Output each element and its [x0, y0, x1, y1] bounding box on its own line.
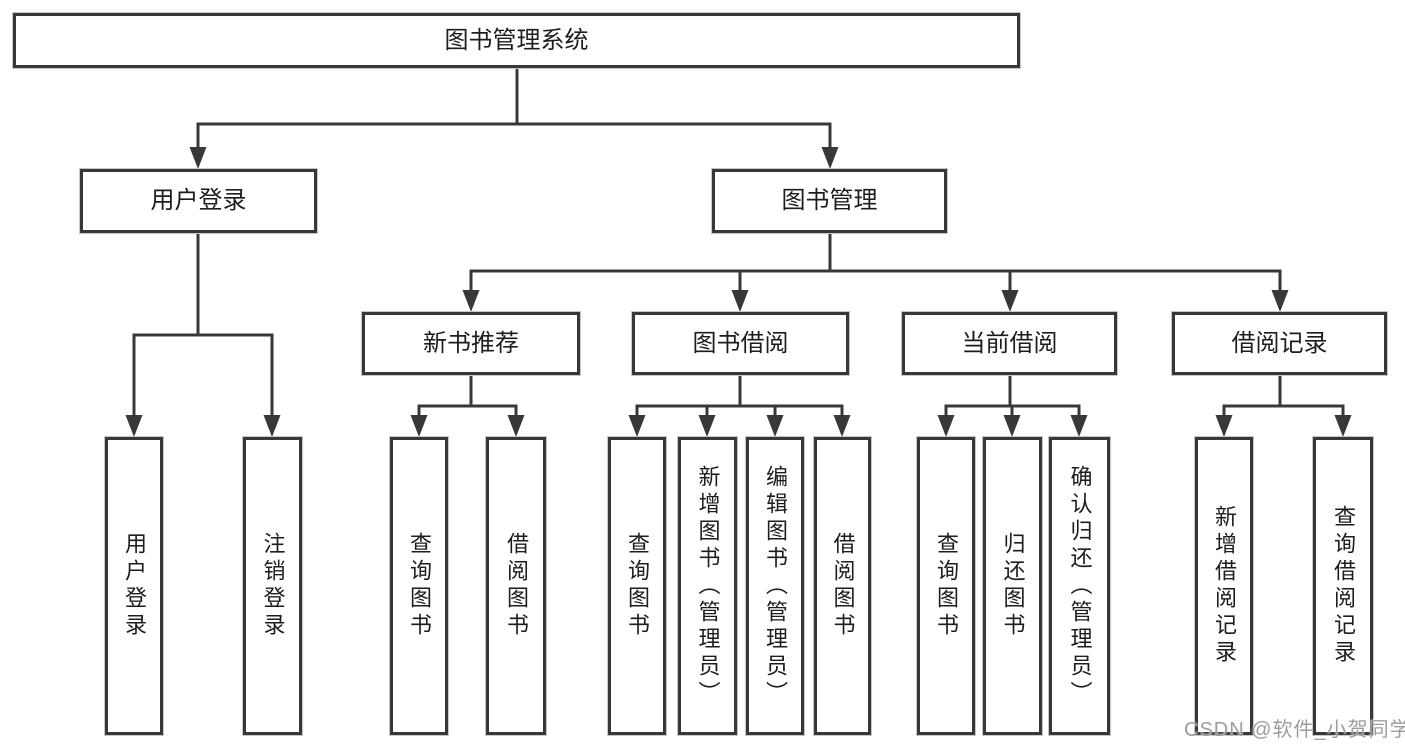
arrowhead-down-icon: [1001, 290, 1019, 312]
arrowhead-down-icon: [698, 415, 716, 437]
system-root-box: 图书管理系统: [13, 13, 1020, 68]
leaf-query-borrow-record-label: 查询借阅记录: [1331, 505, 1356, 667]
system-root-label: 图书管理系统: [444, 26, 589, 54]
leaf-logout-label: 注销登录: [260, 532, 286, 640]
arrowhead-down-icon: [462, 290, 480, 312]
arrowhead-down-icon: [1215, 415, 1233, 437]
leaf-borrow-books-borrowing-label: 借阅图书: [830, 532, 856, 640]
leaf-query-books-recommend-box: 查询图书: [390, 437, 448, 735]
leaf-add-borrow-record-label: 新增借阅记录: [1212, 505, 1237, 667]
book-management-box: 图书管理: [712, 169, 947, 233]
leaf-borrow-books-recommend-label: 借阅图书: [504, 532, 529, 640]
arrowhead-down-icon: [937, 415, 955, 437]
new-book-recommend-box: 新书推荐: [362, 312, 580, 375]
arrowhead-down-icon: [731, 290, 749, 312]
arrowhead-down-icon: [507, 415, 525, 437]
arrowhead-down-icon: [125, 415, 143, 437]
leaf-query-books-recommend-label: 查询图书: [407, 532, 432, 640]
arrowhead-down-icon: [821, 147, 839, 169]
borrowing-records-box: 借阅记录: [1172, 312, 1387, 375]
leaf-borrow-books-borrowing-box: 借阅图书: [814, 437, 871, 735]
book-management-children-connector: [462, 231, 1289, 312]
arrowhead-down-icon: [1003, 415, 1021, 437]
leaf-add-books-admin-box: 新增图书（管理员）: [678, 437, 737, 735]
leaf-edit-books-admin-label: 编辑图书（管理员）: [763, 464, 788, 708]
book-borrowing-children-connector: [628, 373, 851, 437]
arrowhead-down-icon: [833, 415, 851, 437]
current-borrowing-box: 当前借阅: [902, 312, 1117, 375]
leaf-query-books-current-box: 查询图书: [917, 437, 975, 735]
current-borrowing-label: 当前借阅: [961, 329, 1058, 357]
leaf-query-books-borrowing-label: 查询图书: [625, 532, 650, 640]
user-login-box: 用户登录: [80, 169, 317, 233]
arrowhead-down-icon: [1271, 290, 1289, 312]
current-borrowing-children-connector: [937, 373, 1088, 437]
user-login-children-connector: [125, 231, 281, 437]
leaf-confirm-return-admin-label: 确认归还（管理员）: [1067, 464, 1093, 708]
leaf-return-books-box: 归还图书: [983, 437, 1042, 735]
arrowhead-down-icon: [410, 415, 428, 437]
leaf-logout-box: 注销登录: [243, 437, 302, 735]
book-borrowing-label: 图书借阅: [692, 329, 789, 357]
new-book-recommend-label: 新书推荐: [423, 329, 519, 357]
leaf-user-login-box: 用户登录: [105, 437, 163, 735]
leaf-query-borrow-record-box: 查询借阅记录: [1313, 437, 1373, 735]
arrowhead-down-icon: [263, 415, 281, 437]
arrowhead-down-icon: [628, 415, 646, 437]
leaf-user-login-label: 用户登录: [122, 532, 147, 640]
leaf-add-books-admin-label: 新增图书（管理员）: [695, 464, 721, 708]
borrowing-records-children-connector: [1215, 373, 1352, 437]
leaf-return-books-label: 归还图书: [1000, 532, 1026, 640]
leaf-confirm-return-admin-box: 确认归还（管理员）: [1049, 437, 1110, 735]
arrowhead-down-icon: [766, 415, 784, 437]
leaf-edit-books-admin-box: 编辑图书（管理员）: [746, 437, 804, 735]
arrowhead-down-icon: [1334, 415, 1352, 437]
root-to-level2-connector: [189, 66, 839, 169]
new-book-recommend-children-connector: [410, 373, 525, 437]
arrowhead-down-icon: [1070, 415, 1088, 437]
book-management-label: 图书管理: [781, 187, 878, 214]
book-borrowing-box: 图书借阅: [632, 312, 849, 375]
arrowhead-down-icon: [189, 147, 207, 169]
leaf-query-books-borrowing-box: 查询图书: [608, 437, 666, 735]
leaf-borrow-books-recommend-box: 借阅图书: [486, 437, 546, 735]
leaf-query-books-current-label: 查询图书: [934, 532, 959, 640]
borrowing-records-label: 借阅记录: [1231, 329, 1328, 357]
user-login-label: 用户登录: [150, 187, 247, 214]
leaf-add-borrow-record-box: 新增借阅记录: [1195, 437, 1253, 735]
watermark-text: CSDN @软件_小贺同学: [1184, 719, 1405, 741]
